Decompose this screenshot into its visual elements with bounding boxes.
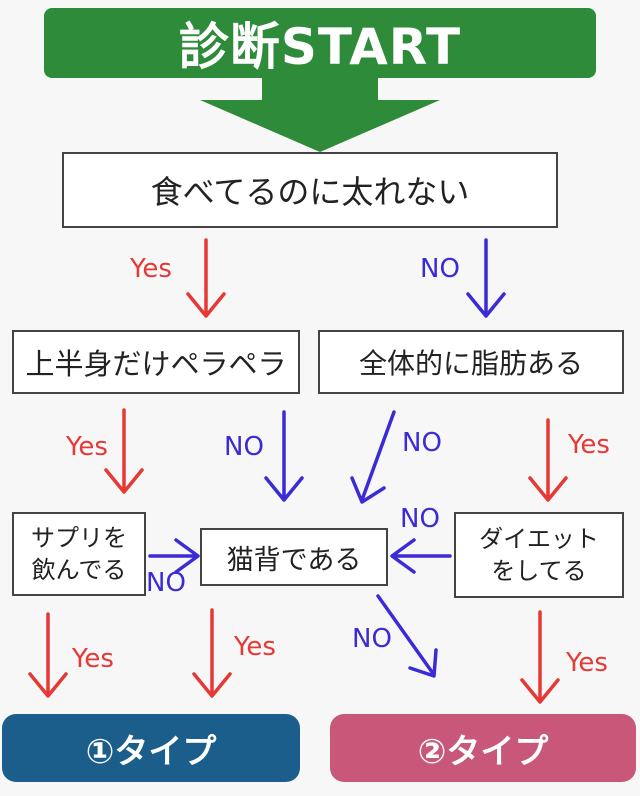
result-type-1: ①タイプ: [2, 714, 300, 782]
question-hunchback-text: 猫背である: [226, 544, 362, 576]
label-q1-yes: Yes: [130, 254, 172, 284]
arrow-q3-yes: [528, 418, 568, 502]
arrow-q6-no: [390, 538, 452, 574]
question-taking-supplements-line2: 飲んでる: [31, 556, 127, 584]
result-type-2-label: ②タイプ: [417, 731, 549, 772]
arrow-q3-no: [350, 410, 396, 504]
question-eat-but-not-gain: 食べてるのに太れない: [62, 152, 558, 228]
label-q3-yes: Yes: [568, 430, 610, 460]
start-banner: 診断START: [44, 8, 596, 78]
label-q6-yes: Yes: [566, 648, 608, 678]
arrow-q6-yes: [520, 610, 560, 704]
question-taking-supplements-line1: サプリを: [31, 523, 127, 552]
arrow-q4-no: [148, 538, 200, 574]
label-q4-yes: Yes: [72, 644, 114, 674]
start-label: 診断START: [178, 18, 462, 76]
arrow-q1-yes: [186, 238, 226, 318]
arrow-q2-yes: [104, 408, 144, 494]
arrow-q5-yes: [192, 608, 232, 698]
arrow-q5-no: [376, 594, 438, 678]
label-q6-no: NO: [400, 504, 440, 534]
question-taking-supplements: サプリを 飲んでる: [12, 512, 146, 596]
label-q1-no: NO: [420, 254, 460, 284]
question-dieting: ダイエット をしてる: [454, 512, 624, 598]
question-eat-but-not-gain-text: 食べてるのに太れない: [150, 173, 470, 211]
label-q2-yes: Yes: [66, 432, 108, 462]
question-hunchback: 猫背である: [200, 528, 388, 586]
question-overall-fat-text: 全体的に脂肪ある: [358, 347, 583, 380]
label-q2-no: NO: [224, 432, 264, 462]
question-thin-upper-body: 上半身だけペラペラ: [12, 330, 300, 394]
label-q3-no: NO: [402, 428, 442, 458]
label-q4-no: NO: [146, 568, 186, 598]
arrow-q1-no: [466, 238, 506, 318]
result-type-1-label: ①タイプ: [85, 731, 217, 772]
question-overall-fat: 全体的に脂肪ある: [318, 330, 624, 394]
question-dieting-line1: ダイエット: [479, 524, 599, 553]
arrow-q2-no: [264, 410, 304, 502]
arrow-q4-yes: [28, 612, 68, 698]
question-thin-upper-body-text: 上半身だけペラペラ: [25, 347, 287, 381]
result-type-2: ②タイプ: [330, 714, 636, 782]
label-q5-no: NO: [352, 624, 392, 654]
label-q5-yes: Yes: [234, 632, 276, 662]
question-dieting-line2: をしてる: [491, 557, 587, 585]
